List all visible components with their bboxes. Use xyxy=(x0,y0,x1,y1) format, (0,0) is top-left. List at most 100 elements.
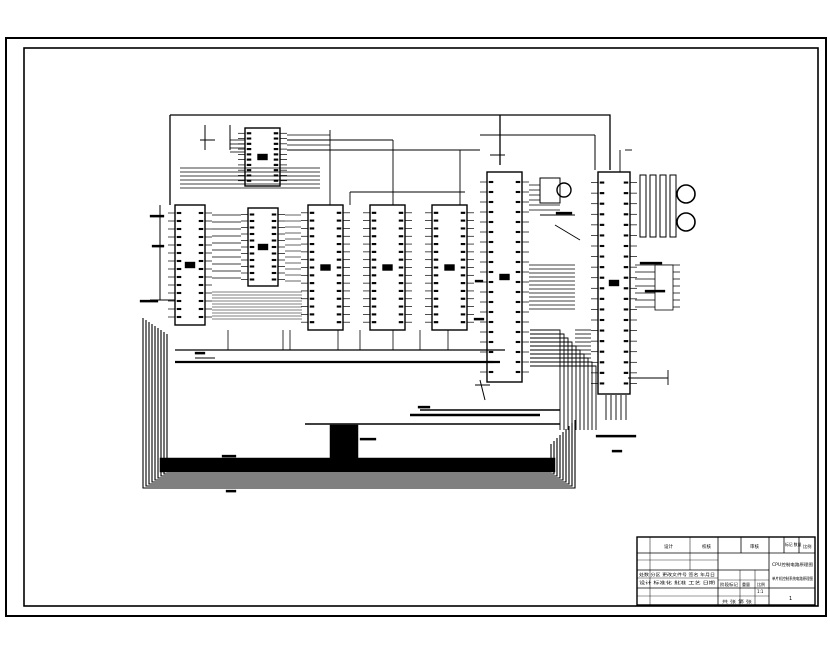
ic-u7-pin-label xyxy=(488,330,494,334)
ic-u7-pin-label xyxy=(488,370,494,374)
annotation-label xyxy=(639,261,663,265)
ic-u7-pin-label xyxy=(488,340,494,344)
annotation-label xyxy=(555,211,573,215)
ic-u7-pin-label xyxy=(515,260,521,264)
ic-u7-pin-label xyxy=(515,350,521,354)
ic-u7-pin-label xyxy=(488,180,494,184)
ic-u8-pin-label xyxy=(599,192,605,195)
ic-u1-pin-label xyxy=(273,137,279,140)
ic-u8-pin-label xyxy=(623,361,629,364)
ic-ram1-part-number xyxy=(320,264,331,271)
ic-u3-pin-label xyxy=(271,245,277,249)
ic-u8-pin-label xyxy=(599,350,605,353)
stage-label-1: 重量 xyxy=(742,581,750,587)
wire xyxy=(530,365,597,430)
ic-ram1-pin-label xyxy=(336,282,342,285)
connector-circle xyxy=(676,184,696,204)
wire xyxy=(530,357,589,430)
ic-u7-pin-label xyxy=(515,370,521,374)
ic-cpu-pin-label xyxy=(198,243,204,247)
ic-u8-pin-label xyxy=(623,371,629,374)
title-header-1: 校核 xyxy=(702,543,711,550)
title-header-3: 标记 数量 xyxy=(785,542,802,547)
ic-ram1-pin-label xyxy=(336,243,342,246)
ic-u1-pin-label xyxy=(246,169,252,172)
ic-u1-pin-label xyxy=(273,153,279,156)
ic-ram3-pin-label xyxy=(433,227,439,230)
wire xyxy=(554,224,581,241)
ic-u8-pin-label xyxy=(599,244,605,248)
ic-ram1-pin-label xyxy=(309,305,315,308)
ic-u7-pin-label xyxy=(488,300,494,304)
ic-ram3-pin-label xyxy=(460,313,466,316)
ic-ram1-pin-label xyxy=(336,313,342,316)
ic-ram2-pin-label xyxy=(371,289,377,292)
ic-u7-pin-label xyxy=(488,270,494,274)
ic-u8-pin-label xyxy=(623,181,629,184)
ic-ram3-pin-label xyxy=(460,250,466,253)
ic-u7-pin-label xyxy=(515,180,521,184)
ic-u8-pin-label xyxy=(623,318,629,322)
annotation-label xyxy=(221,454,237,458)
ic-u3-pin-label xyxy=(271,232,277,236)
cable-bundle xyxy=(160,330,558,477)
ic-ram1-pin-label xyxy=(336,274,342,277)
ic-ram2-pin-label xyxy=(398,258,404,261)
ic-u8-pin-label xyxy=(599,361,605,364)
scale-value: 1:1 xyxy=(757,589,764,594)
ic-ram3-pin-label xyxy=(460,266,466,269)
ic-u3-pin-label xyxy=(249,232,255,236)
ic-ram3-part-number xyxy=(444,264,455,271)
ic-u7-pin-label xyxy=(515,280,521,284)
ic-u7-pin-label xyxy=(488,250,494,254)
ic-u8-pin-label xyxy=(599,340,605,343)
top-bus xyxy=(170,114,611,170)
ic-u3-pin-label xyxy=(271,226,277,229)
ic-u3-pin-label xyxy=(249,226,255,229)
ic-u7-pin-label xyxy=(515,270,521,274)
ic-u7-pin-label xyxy=(515,230,521,234)
annotation-label xyxy=(473,317,485,321)
ic-u8-pin-label xyxy=(599,308,605,311)
annotation-label xyxy=(225,489,237,493)
cable-bundle xyxy=(154,326,564,481)
connector-strip xyxy=(649,174,657,238)
ic-u3-pin-label xyxy=(271,252,277,255)
wire xyxy=(530,337,569,430)
ic-u1-pin-label xyxy=(273,142,279,145)
ic-u7-pin-label xyxy=(515,320,521,324)
ic-u8-pin-label xyxy=(623,276,629,279)
ic-ram3-pin-label xyxy=(460,274,466,277)
ic-ram2-pin-label xyxy=(398,305,404,308)
ic-ram2-pin-label xyxy=(398,243,404,246)
cable-bundle xyxy=(145,320,573,487)
ic-ram2-pin-label xyxy=(371,274,377,277)
ic-u8-pin-label xyxy=(623,287,629,290)
ic-ram3-pin-label xyxy=(433,235,439,238)
annotation-label xyxy=(474,279,484,283)
wire xyxy=(530,329,561,430)
ic-u7-pin-label xyxy=(488,240,494,244)
ic-u8-pin-label xyxy=(599,318,605,322)
ic-u7-pin-label xyxy=(488,210,494,214)
ic-ram2-pin-label xyxy=(371,282,377,285)
annotation-label xyxy=(151,244,165,248)
ic-ram1-pin-label xyxy=(309,235,315,238)
ic-u1-pin-label xyxy=(246,163,252,166)
ic-u8-pin-label xyxy=(599,371,605,374)
ic-ram3-pin-label xyxy=(460,321,466,324)
annotation-label xyxy=(417,405,431,409)
ic-u8-pin-label xyxy=(623,266,629,269)
ic-u8-pin-label xyxy=(623,234,629,237)
ic-ram3-pin-label xyxy=(460,297,466,300)
ic-cpu-pin-label xyxy=(198,227,204,231)
ic-ram2-pin-label xyxy=(371,211,377,214)
ic-ram2-pin-label xyxy=(371,313,377,316)
ic-ram2-pin-label xyxy=(398,313,404,316)
ic-ram1-pin-label xyxy=(309,321,315,324)
ic-u3-pin-label xyxy=(271,213,277,216)
cable-bundle xyxy=(148,322,570,485)
stage-label-2: 比例 xyxy=(757,581,765,587)
ic-u1-pin-label xyxy=(246,158,252,161)
ic-ram2-pin-label xyxy=(398,321,404,324)
